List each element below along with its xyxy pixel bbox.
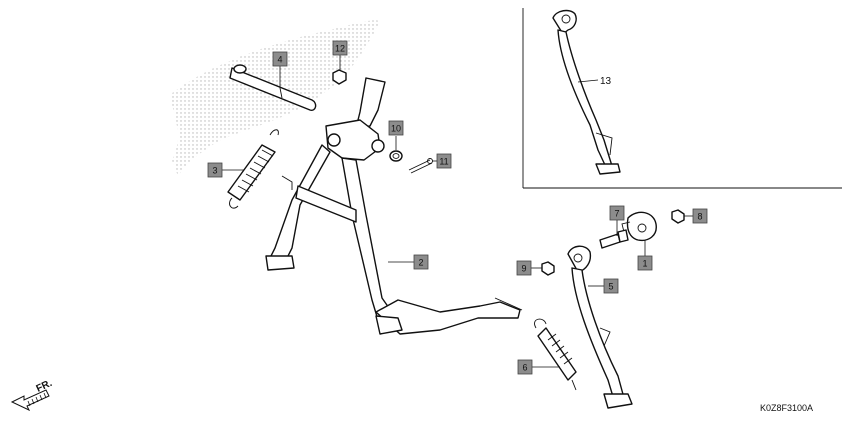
small-nut-drawing [671,209,685,224]
svg-text:5: 5 [608,282,613,292]
svg-text:3: 3 [212,166,217,176]
pivot-shaft-drawing [229,64,317,111]
spring-drawing [227,129,279,209]
svg-text:1: 1 [642,259,647,269]
svg-text:11: 11 [439,157,448,167]
callout-9: 9 [516,260,532,276]
callout-7: 7 [609,205,625,221]
svg-text:8: 8 [697,212,702,222]
svg-text:12: 12 [335,44,345,54]
side-stand-inset-drawing [552,9,621,175]
svg-text:9: 9 [521,264,526,274]
callout-8: 8 [692,208,708,224]
svg-text:10: 10 [391,124,401,134]
callout-6: 6 [517,359,533,375]
drawing-code: K0Z8F3100A [760,403,813,413]
label-13: 13 [600,76,612,87]
front-direction-label: FR. [35,378,54,395]
washer-drawing [389,150,403,162]
inset-frame [522,8,842,189]
front-direction-arrow-icon [10,389,50,412]
svg-text:6: 6 [522,363,527,373]
lock-nut-drawing [541,261,555,276]
cotter-pin-drawing [408,158,433,174]
callout-11: 11 [436,153,452,169]
callout-3: 3 [207,162,223,178]
nut-drawing [332,69,347,85]
callout-5: 5 [603,278,619,294]
side-stand-bracket-drawing [621,211,657,242]
svg-text:4: 4 [277,55,282,65]
side-stand-drawing [567,245,633,409]
callout-2: 2 [413,254,429,270]
main-stand-drawing [265,77,523,335]
callout-4: 4 [272,51,288,67]
callout-1: 1 [637,255,653,271]
bolt-drawing [599,229,629,249]
frame-shading [170,20,380,176]
svg-text:7: 7 [614,209,619,219]
callout-10: 10 [388,120,404,136]
callout-12: 12 [332,40,348,56]
small-spring-drawing [534,318,577,391]
svg-text:2: 2 [418,258,423,268]
